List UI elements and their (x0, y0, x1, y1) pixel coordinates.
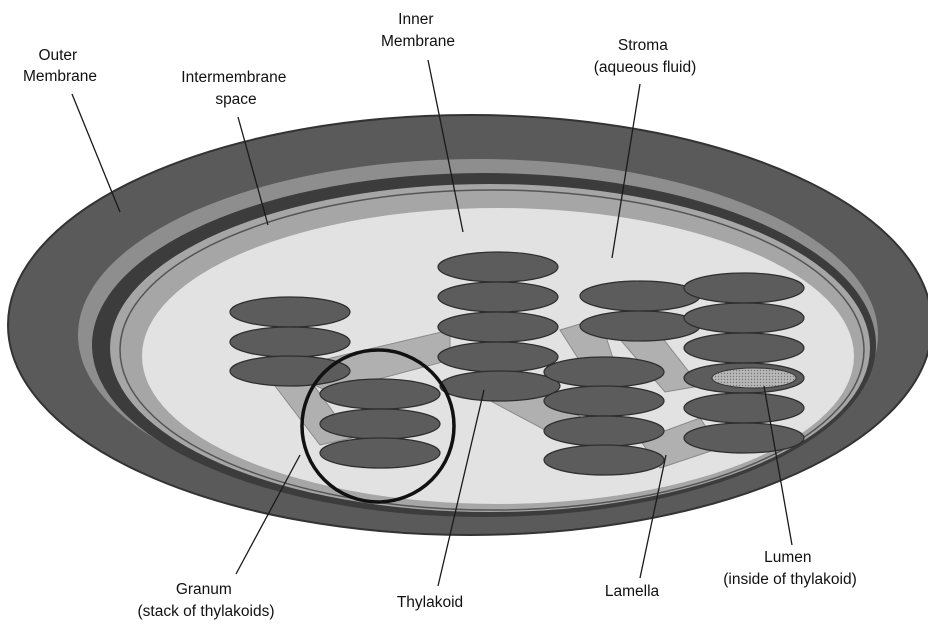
granum-stack-1 (230, 297, 350, 386)
thylakoid-disc (544, 386, 664, 416)
label-outer-membrane: Outer Membrane (23, 47, 97, 85)
thylakoid-disc (230, 356, 350, 386)
label-intermembrane-space: Intermembrane space (181, 69, 290, 108)
thylakoid-disc (230, 297, 350, 327)
leader-outer-membrane (72, 94, 120, 212)
label-stroma: Stroma (aqueous fluid) (594, 37, 697, 76)
thylakoid-disc (684, 333, 804, 363)
thylakoid-disc (438, 342, 558, 372)
thylakoid-disc (320, 379, 440, 409)
lumen-highlight (712, 368, 796, 388)
thylakoid-disc (438, 252, 558, 282)
thylakoid-disc (544, 357, 664, 387)
thylakoid-disc (438, 312, 558, 342)
thylakoid-disc (684, 273, 804, 303)
thylakoid-disc (440, 371, 560, 401)
granum-stack-circled (320, 379, 440, 468)
label-thylakoid: Thylakoid (397, 594, 463, 611)
thylakoid-disc (320, 438, 440, 468)
thylakoid-disc (580, 311, 700, 341)
label-lumen: Lumen (inside of thylakoid) (723, 549, 857, 588)
thylakoid-disc (684, 423, 804, 453)
thylakoid-disc (544, 416, 664, 446)
thylakoid-disc (230, 327, 350, 357)
granum-stack-2 (438, 252, 560, 401)
thylakoid-disc (438, 282, 558, 312)
label-inner-membrane: Inner Membrane (381, 11, 455, 50)
thylakoid-disc (684, 393, 804, 423)
label-granum: Granum (stack of thylakoids) (138, 581, 275, 620)
thylakoid-disc (684, 303, 804, 333)
thylakoid-disc (320, 409, 440, 439)
thylakoid-disc (580, 281, 700, 311)
label-lamella: Lamella (605, 583, 660, 600)
thylakoid-disc (544, 445, 664, 475)
